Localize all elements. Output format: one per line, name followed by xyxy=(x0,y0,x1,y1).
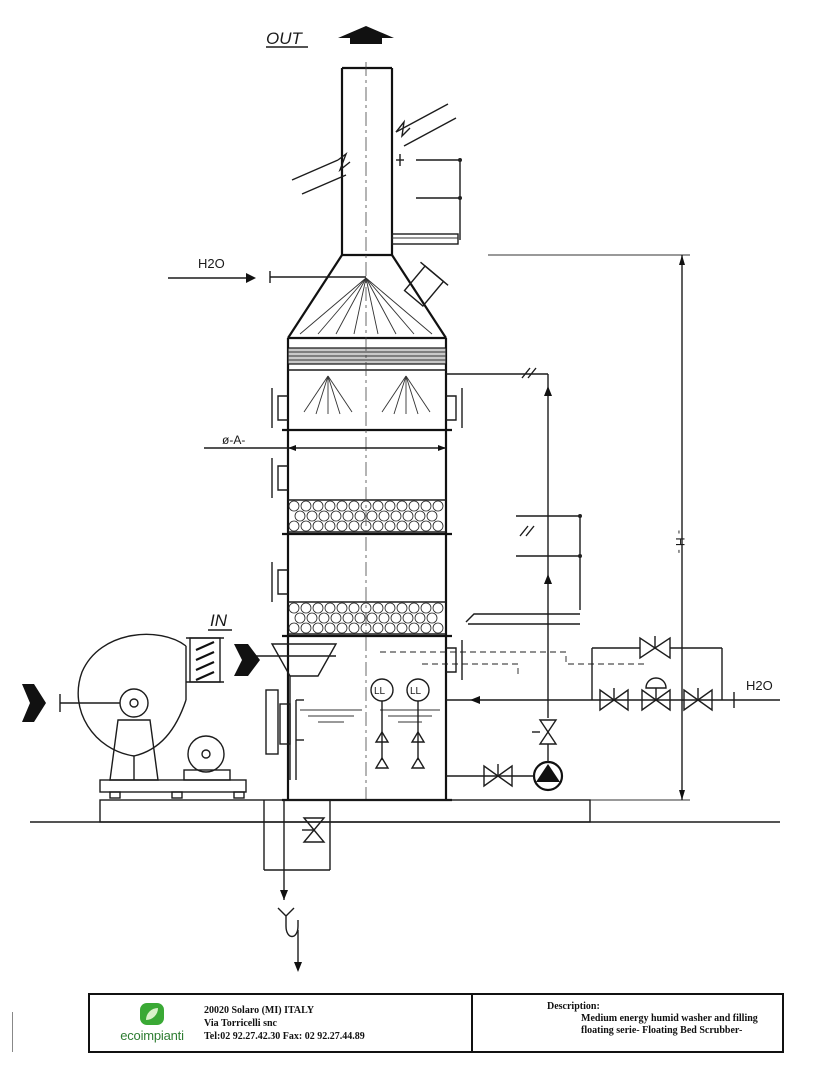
height-label: - H - xyxy=(673,530,687,553)
scrubber-diagram: OUT xyxy=(22,26,780,972)
recirculation-piping xyxy=(380,367,648,792)
h2o-top-label: H2O xyxy=(198,256,225,271)
description-label: Description: xyxy=(547,1001,600,1012)
address-block: 20020 Solaro (MI) ITALY Via Torricelli s… xyxy=(204,1004,365,1043)
h2o-right-label: H2O xyxy=(746,678,773,693)
description-block: Description: Medium energy humid washer … xyxy=(473,995,782,1051)
top-hood xyxy=(269,253,449,340)
address-line-2: Via Torricelli snc xyxy=(204,1017,277,1029)
corner-mark xyxy=(6,1012,13,1052)
floating-bed-upper xyxy=(288,500,444,532)
level-switch-1: LL xyxy=(374,686,386,697)
level-switch-2: LL xyxy=(410,686,422,697)
inlet-damper xyxy=(186,637,224,683)
floating-bed-lower xyxy=(288,602,444,634)
address-line-3: Tel:02 92.27.42.30 Fax: 02 92.27.44.89 xyxy=(204,1030,365,1042)
diameter-label: ø-A- xyxy=(222,433,245,447)
makeup-water-line: H2O xyxy=(446,636,780,712)
out-label: OUT xyxy=(266,29,304,48)
title-block: ecoimpianti 20020 Solaro (MI) ITALY Via … xyxy=(88,993,784,1053)
company-info: ecoimpianti 20020 Solaro (MI) ITALY Via … xyxy=(90,995,473,1051)
address-line-1: 20020 Solaro (MI) ITALY xyxy=(204,1004,315,1016)
exhaust-stack xyxy=(291,66,462,255)
description-line-1: Medium energy humid washer and filling xyxy=(581,1013,758,1024)
in-label: IN xyxy=(210,611,228,630)
out-arrow-icon xyxy=(338,26,394,44)
h2o-top-arrow-icon xyxy=(246,273,256,283)
foundation xyxy=(30,799,780,972)
description-line-2: floating serie- Floating Bed Scrubber- xyxy=(581,1025,743,1036)
description-text: Medium energy humid washer and filling f… xyxy=(581,1013,771,1037)
scrubber-column: LL LL xyxy=(256,62,463,802)
leaf-icon xyxy=(140,1003,164,1025)
fan-intake-arrow-icon xyxy=(22,684,46,722)
fan-assembly xyxy=(22,633,247,799)
company-logo: ecoimpianti xyxy=(114,1003,190,1043)
logo-text: ecoimpianti xyxy=(120,1028,184,1043)
pump-icon xyxy=(536,764,560,782)
in-arrow-icon xyxy=(234,644,260,676)
